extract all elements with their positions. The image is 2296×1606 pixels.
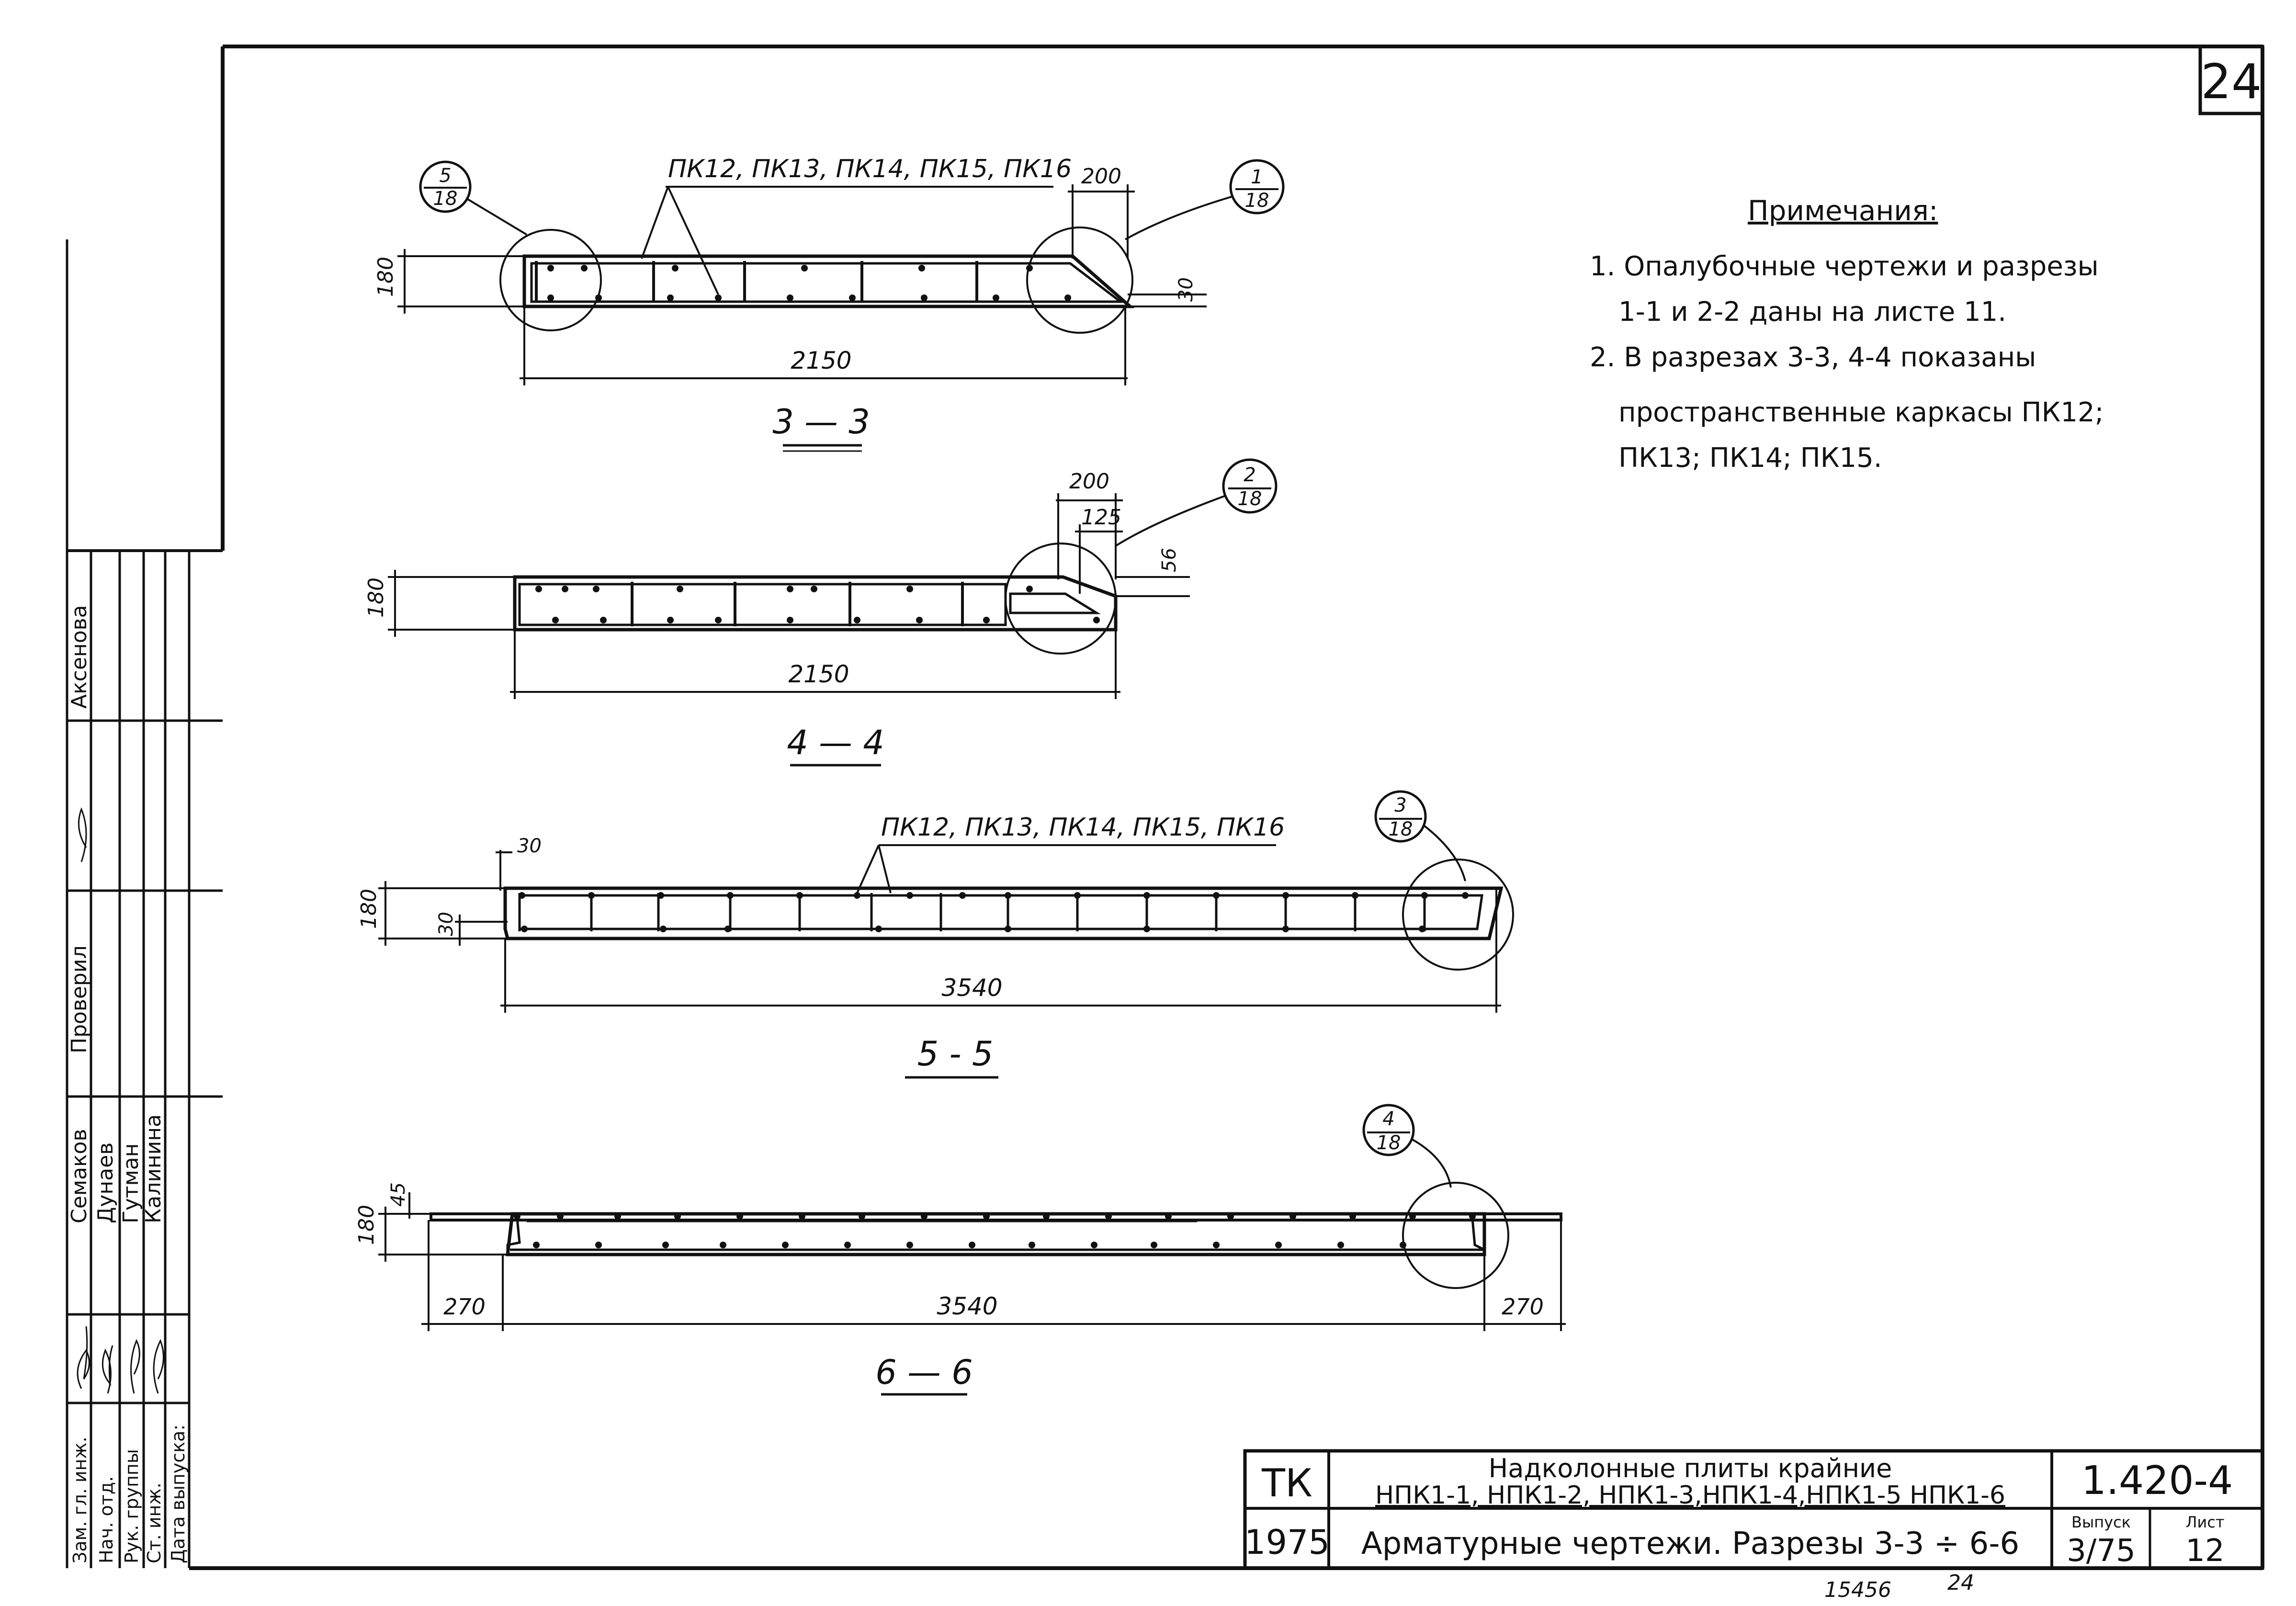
note-line: 1. Опалубочные чертежи и разрезы — [1590, 251, 2099, 282]
checked-label: Проверил — [67, 945, 91, 1053]
sheet-number-box: 24 — [2198, 45, 2264, 115]
length-dim: 2150 — [788, 660, 849, 688]
right-ext-dim: 270 — [1502, 1294, 1544, 1320]
stamp-role: Рук. группы — [121, 1449, 142, 1563]
height-dim: 180 — [357, 889, 381, 929]
year: 1975 — [1244, 1523, 1330, 1562]
leader-label: ПК12, ПК13, ПК14, ПК15, ПК16 — [881, 813, 1285, 842]
svg-text:3: 3 — [1394, 794, 1406, 816]
title-line1: Надколонные плиты крайние — [1489, 1453, 1892, 1483]
side-dim: 30 — [435, 912, 457, 936]
stamp-role: Зам. гл. инж. — [69, 1436, 90, 1563]
callout-bubble: 2 18 — [1115, 458, 1278, 547]
stamp-name: Семаков — [67, 1129, 91, 1223]
note-line: ПК13; ПК14; ПК15. — [1618, 442, 1882, 474]
top-dim: 30 — [517, 835, 542, 857]
signature — [78, 807, 87, 862]
svg-text:18: 18 — [1245, 190, 1269, 212]
archive-number: 15456 — [1824, 1578, 1891, 1602]
small-dim: 56 — [1158, 548, 1180, 572]
org-code: ТК — [1261, 1461, 1312, 1505]
note-line: 1-1 и 2-2 даны на листе 11. — [1618, 296, 2006, 328]
issue-label: Выпуск — [2071, 1513, 2131, 1531]
note-line: 2. В разрезах 3-3, 4-4 показаны — [1590, 342, 2036, 373]
height-dim: 180 — [373, 257, 398, 297]
stamp-role: Дата выпуска: — [168, 1425, 189, 1563]
section-3-3: ПК12, ПК13, ПК14, ПК15, ПК16 180 2150 20… — [373, 155, 1285, 452]
stamp-name: Гутман — [119, 1143, 143, 1223]
end-dim: 200 — [1081, 164, 1121, 189]
svg-text:5: 5 — [439, 165, 451, 187]
callout-bubble: 4 18 — [1362, 1104, 1452, 1188]
section-6-6: 180 45 270 3540 270 4 18 6 — 6 — [354, 1104, 1566, 1396]
svg-text:1: 1 — [1251, 166, 1263, 188]
svg-text:18: 18 — [433, 188, 458, 210]
title-block: ТК 1975 Надколонные плиты крайние НПК1-1… — [1243, 1449, 2264, 1570]
svg-text:18: 18 — [1377, 1132, 1401, 1154]
series-code: 1.420-4 — [2081, 1458, 2233, 1504]
callout-bubble: 1 18 — [1125, 159, 1285, 240]
callout-bubble: 3 18 — [1374, 790, 1466, 882]
length-dim: 3540 — [941, 974, 1002, 1002]
svg-text:18: 18 — [1389, 818, 1413, 840]
section-5-5: ПК12, ПК13, ПК14, ПК15, ПК16 180 30 30 3… — [357, 790, 1514, 1079]
section-title: 4 — 4 — [787, 723, 884, 762]
height-dim: 180 — [354, 1205, 379, 1245]
small-dim: 30 — [1175, 277, 1197, 302]
footer-page: 24 — [1947, 1571, 1974, 1595]
stamp-name: Калинина — [141, 1114, 166, 1223]
title-line2: НПК1-1, НПК1-2, НПК1-3,НПК1-4,НПК1-5 НПК… — [1375, 1481, 2005, 1510]
length-dim: 3540 — [937, 1292, 997, 1320]
section-title: 3 — 3 — [772, 402, 870, 441]
checked-name: Аксенова — [67, 605, 91, 709]
signature — [77, 1326, 164, 1394]
notes-heading: Примечания: — [1748, 194, 1938, 227]
svg-text:4: 4 — [1382, 1108, 1394, 1130]
stamp-role: Нач. отд. — [96, 1476, 117, 1563]
left-ext-dim: 270 — [443, 1294, 486, 1320]
subtitle: Арматурные чертежи. Разрезы 3-3 ÷ 6-6 — [1361, 1526, 2019, 1561]
length-dim: 2150 — [791, 347, 851, 374]
rebar-dots — [547, 265, 1071, 301]
sheet-number: 24 — [2201, 54, 2262, 110]
callout-bubble: 5 18 — [419, 160, 528, 236]
sheet-label: Лист — [2185, 1513, 2224, 1531]
svg-text:18: 18 — [1238, 488, 1262, 510]
stamp-name: Дунаев — [93, 1142, 118, 1223]
svg-text:2: 2 — [1244, 464, 1255, 486]
issue: 3/75 — [2067, 1533, 2136, 1569]
stamp-role: Ст. инж. — [144, 1482, 165, 1563]
height-dim: 180 — [364, 577, 388, 618]
section-title: 5 - 5 — [917, 1034, 994, 1074]
end-dim: 200 — [1069, 469, 1109, 494]
stirrups — [535, 261, 978, 303]
section-4-4: 180 2150 200 125 56 2 18 4 — 4 — [364, 458, 1278, 767]
notes: Примечания: 1. Опалубочные чертежи и раз… — [1590, 194, 2104, 474]
side-stamp: Аксенова Проверил Семаков Дунаев Гутман … — [66, 239, 223, 1568]
sheet: 12 — [2185, 1533, 2224, 1569]
inner-dim: 125 — [1081, 505, 1121, 530]
note-line: пространственные каркасы ПК12; — [1618, 397, 2104, 428]
top-dim: 45 — [387, 1182, 409, 1207]
leader-label: ПК12, ПК13, ПК14, ПК15, ПК16 — [668, 155, 1072, 183]
section-title: 6 — 6 — [875, 1353, 973, 1392]
